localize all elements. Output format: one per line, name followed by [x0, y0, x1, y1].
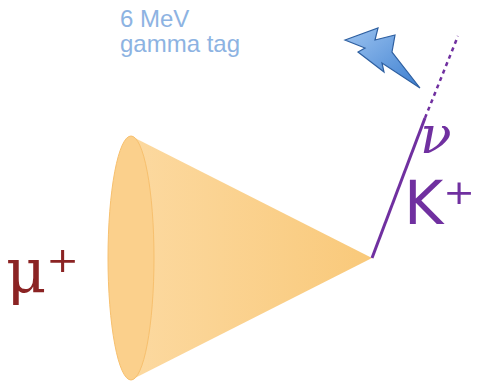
- lightning-bolt: [345, 28, 420, 88]
- muon-cone: [131, 136, 372, 380]
- gamma-tag-note: 6 MeV gamma tag: [120, 6, 245, 56]
- kaon-symbol: K⁺: [404, 172, 496, 235]
- neutrino-track: [425, 36, 458, 118]
- muon-symbol: μ⁺: [6, 238, 106, 303]
- neutrino-symbol: ν: [420, 108, 470, 163]
- cone-base: [108, 136, 154, 380]
